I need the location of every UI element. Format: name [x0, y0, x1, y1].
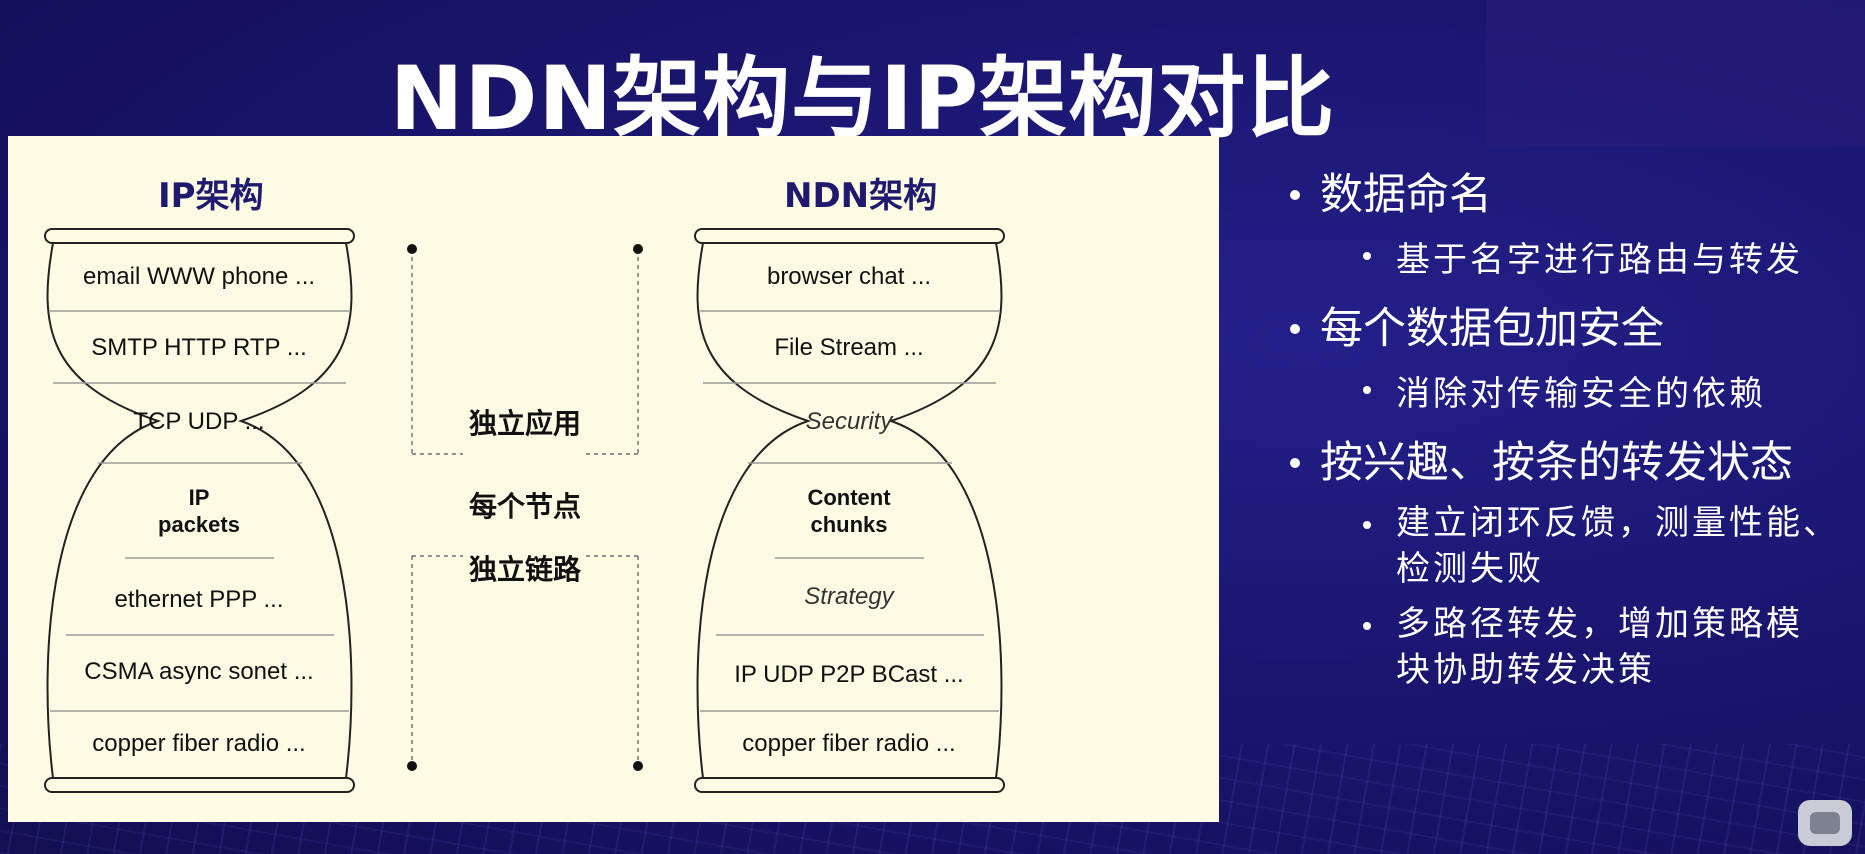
- page-title: NDN架构与IP架构对比: [389, 47, 1336, 150]
- ndn-layer-strategy: Strategy: [804, 583, 894, 610]
- ip-layer-transport: TCP UDP ...: [133, 408, 265, 435]
- ip-hourglass: [44, 228, 355, 793]
- ndn-layer-application: browser chat ...: [766, 263, 932, 290]
- ip-layer-protocol: SMTP HTTP RTP ...: [91, 334, 307, 361]
- ip-right-curve: [237, 242, 353, 779]
- tv-logo-icon: [1798, 800, 1852, 846]
- ip-left-curve: [46, 242, 162, 779]
- sub-bullet-dot: [1363, 386, 1371, 394]
- ip-layer-waist: IP packets: [158, 485, 240, 537]
- hourglass-diagram: [44, 228, 1005, 793]
- corner-overlay: [1486, 0, 1865, 146]
- ip-layer-link: ethernet PPP ...: [114, 586, 284, 613]
- sub-bullet-item: 建立闭环反馈，测量性能、 检测失败: [1396, 503, 1840, 589]
- middle-brackets: [411, 249, 639, 766]
- sub-bullet-dot: [1363, 521, 1371, 529]
- ndn-bottom-cap: [694, 777, 1005, 793]
- ndn-dividers: [700, 310, 999, 712]
- ip-heading: IP架构: [158, 176, 264, 216]
- ip-layer-mac: CSMA async sonet ...: [84, 658, 314, 685]
- ndn-layer-transport: IP UDP P2P BCast ...: [734, 661, 964, 688]
- bullet-item: 按兴趣、按条的转发状态: [1320, 438, 1793, 488]
- ndn-right-curve: [887, 242, 1003, 779]
- sub-bullet-item: 多路径转发，增加策略模 块协助转发决策: [1396, 604, 1803, 690]
- ip-top-cap: [44, 228, 355, 244]
- architecture-diagram: IP架构 NDN架构: [8, 136, 1219, 822]
- bracket-endpoints: [407, 244, 643, 771]
- ndn-layer-protocol: File Stream ...: [774, 334, 924, 361]
- bullet-dot: [1290, 190, 1300, 200]
- ndn-left-curve: [696, 242, 812, 779]
- ndn-heading: NDN架构: [784, 176, 938, 216]
- sub-bullet-item: 消除对传输安全的依赖: [1396, 374, 1766, 414]
- sub-bullet-item: 基于名字进行路由与转发: [1396, 240, 1803, 280]
- ip-layer-application: email WWW phone ...: [82, 263, 316, 290]
- ip-layer-physical: copper fiber radio ...: [92, 730, 306, 757]
- ndn-top-cap: [694, 228, 1005, 244]
- middle-app-label: 独立应用: [468, 407, 581, 440]
- ndn-layer-security: Security: [805, 408, 893, 435]
- bullet-dot: [1290, 458, 1300, 468]
- ip-bottom-cap: [44, 777, 355, 793]
- ndn-layer-physical: copper fiber radio ...: [742, 730, 956, 757]
- bullet-item: 每个数据包加安全: [1320, 304, 1664, 354]
- bullet-item: 数据命名: [1320, 170, 1492, 220]
- middle-node-label: 每个节点: [468, 490, 581, 523]
- sub-bullet-dot: [1363, 252, 1371, 260]
- sub-bullet-dot: [1363, 622, 1371, 630]
- ndn-layer-waist: Content chunks: [807, 485, 891, 537]
- middle-link-label: 独立链路: [468, 553, 581, 586]
- ndn-hourglass: [694, 228, 1005, 793]
- bullet-dot: [1290, 324, 1300, 334]
- ip-dividers: [50, 310, 349, 712]
